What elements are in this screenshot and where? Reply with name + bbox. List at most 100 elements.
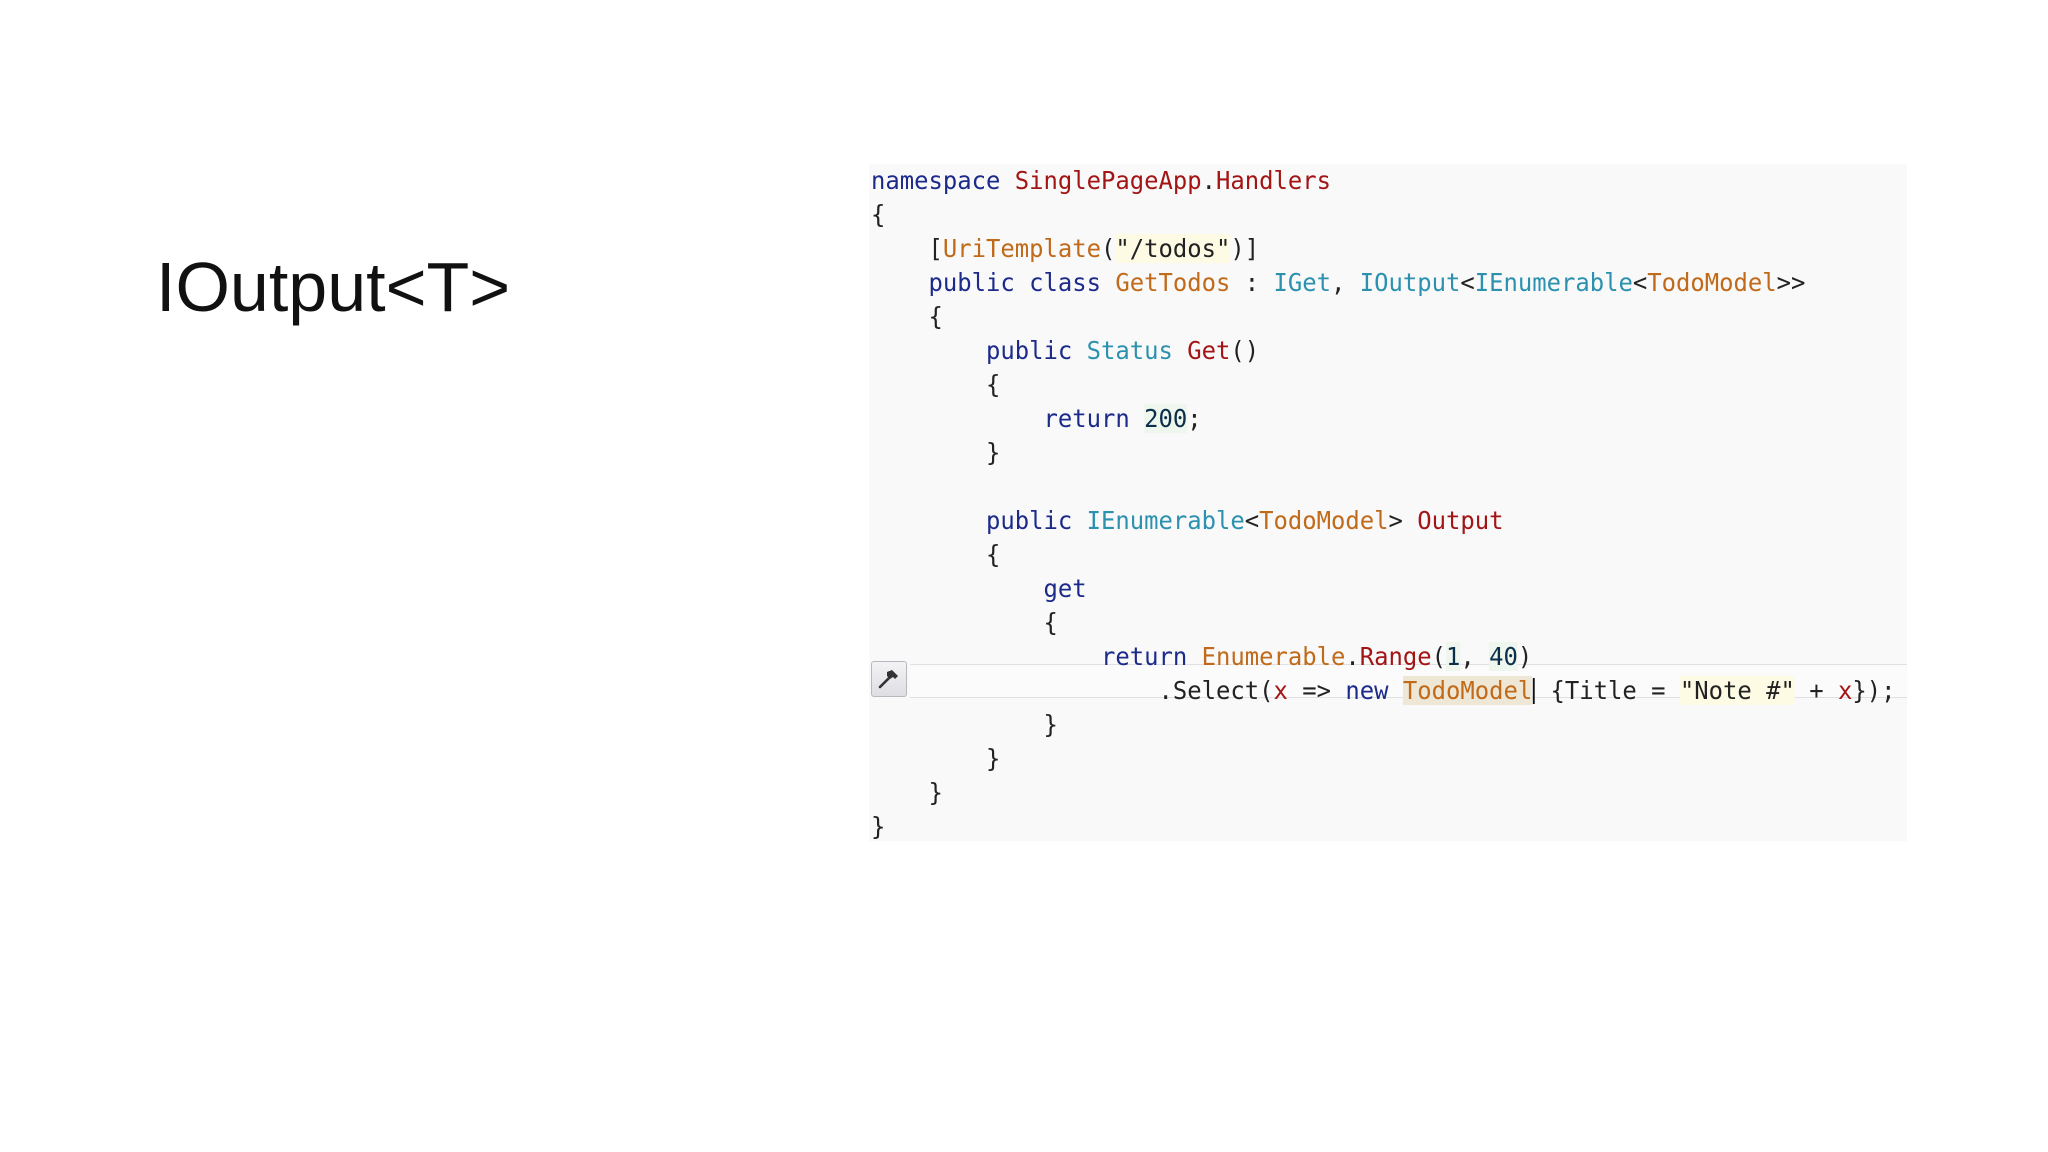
keyword-token: new [1345,676,1389,705]
punctuation-token: : [1230,268,1274,297]
interface-token: IEnumerable [1474,268,1633,297]
method-call-token: .Select( [1158,676,1274,705]
punctuation-token: )] [1230,234,1260,263]
indent [871,506,986,535]
code-line-15: return Enumerable.Range(1, 40) [871,640,1532,674]
code-line-12: { [871,538,1000,572]
whitespace [1187,642,1201,671]
whitespace [1015,268,1029,297]
punctuation-token: } [871,710,1058,739]
whitespace [1173,336,1187,365]
keyword-token: namespace [871,166,1001,195]
number-token: 40 [1489,642,1518,671]
whitespace [1130,404,1144,433]
punctuation-token: } [871,744,1001,773]
string-token: "/todos" [1115,234,1231,263]
keyword-token: public [986,336,1073,365]
punctuation-token: , [1331,268,1360,297]
indent [871,642,1101,671]
punctuation-token: { [871,540,1001,569]
code-line-16: .Select(x => new TodoModel {Title = "Not… [871,674,1895,708]
indent [871,234,929,263]
method-name-token: Range [1359,642,1432,671]
punctuation-token: > [1388,506,1418,535]
punctuation-token: < [1460,268,1475,297]
lambda-param-token: x [1273,676,1288,705]
punctuation-token: . [1201,166,1217,195]
code-line-5: { [871,300,943,334]
punctuation-token: } [871,812,886,841]
keyword-token: return [1043,404,1130,433]
interface-token: IEnumerable [1086,506,1245,535]
code-editor[interactable]: namespace SinglePageApp.Handlers { [UriT… [869,164,1907,841]
punctuation-token: . [1345,642,1360,671]
punctuation-token: => [1287,676,1346,705]
whitespace [1072,506,1086,535]
punctuation-token: < [1632,268,1648,297]
keyword-token: public [928,268,1015,297]
punctuation-token: ( [1101,234,1116,263]
code-line-7: { [871,368,1000,402]
punctuation-token: } [871,778,943,807]
text-caret [1533,678,1536,704]
punctuation-token: } [871,438,1001,467]
code-line-4: public class GetTodos : IGet, IOutput<IE… [871,266,1806,300]
property-name-token: Output [1417,506,1504,535]
initializer-token: {Title = [1536,676,1680,705]
code-line-3: [UriTemplate("/todos")] [871,232,1259,266]
whitespace [1101,268,1115,297]
keyword-token: class [1029,268,1102,297]
class-name-token: GetTodos [1115,268,1231,297]
code-line-2: { [871,198,885,232]
class-name-token: TodoModel [1647,268,1777,297]
punctuation-token: }); [1852,676,1896,705]
keyword-token: get [1043,574,1087,603]
interface-token: IOutput [1359,268,1461,297]
punctuation-token: , [1460,642,1490,671]
class-name-token: TodoModel [1259,506,1389,535]
namespace-token: SinglePageApp [1014,166,1202,195]
code-line-6: public Status Get() [871,334,1259,368]
punctuation-token: + [1794,676,1838,705]
indent [871,574,1043,603]
punctuation-token: < [1244,506,1260,535]
lambda-param-token: x [1837,676,1853,705]
whitespace [1389,676,1403,705]
punctuation-token: [ [928,234,943,263]
attribute-token: UriTemplate [942,234,1102,263]
punctuation-token: { [871,200,886,229]
string-token: "Note #" [1679,676,1795,705]
code-line-11: public IEnumerable<TodoModel> Output [871,504,1504,538]
code-line-13: get [871,572,1087,606]
whitespace [1072,336,1086,365]
slide-title: IOutput<T> [156,248,511,326]
punctuation-token: () [1230,336,1260,365]
punctuation-token: ( [1431,642,1447,671]
code-line-14: { [871,606,1058,640]
keyword-token: return [1100,642,1188,671]
number-token: 1 [1446,642,1461,671]
number-token: 200 [1144,404,1188,433]
punctuation-token: ) [1517,642,1533,671]
type-token: Status [1086,336,1173,365]
indent [871,268,929,297]
namespace-token: Handlers [1216,166,1332,195]
punctuation-token: { [871,370,1001,399]
punctuation-token: { [871,608,1058,637]
keyword-token: public [986,506,1073,535]
code-line-8: return 200; [871,402,1202,436]
code-line-9: } [871,436,1000,470]
punctuation-token: { [871,302,943,331]
code-line-18: } [871,742,1000,776]
punctuation-token: >> [1776,268,1806,297]
indent [871,336,986,365]
highlighted-class-name-token: TodoModel [1402,676,1533,705]
hammer-icon [878,670,898,689]
punctuation-token: ; [1187,404,1202,433]
smart-tag-button[interactable] [871,661,907,697]
indent [871,676,1158,705]
code-line-19: } [871,776,943,810]
code-line-17: } [871,708,1058,742]
code-line-1: namespace SinglePageApp.Handlers [871,164,1331,198]
indent [871,404,1043,433]
